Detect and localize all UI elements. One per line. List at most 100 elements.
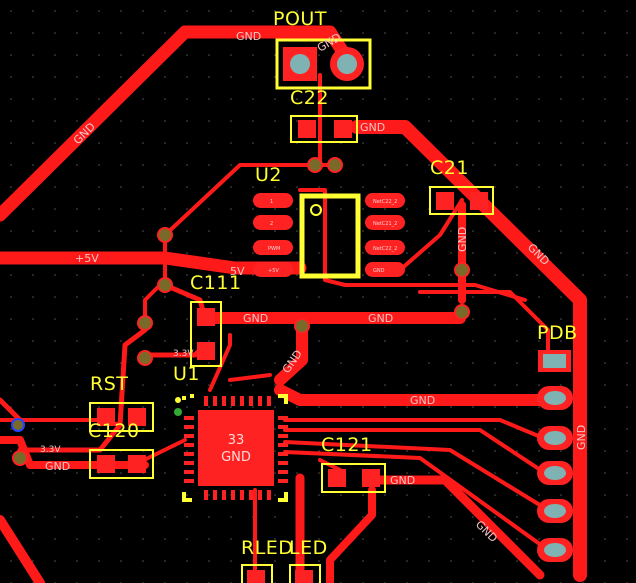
c22-pad2 <box>334 120 352 138</box>
c111-capacitor[interactable] <box>190 301 222 367</box>
pdb-pins <box>537 386 573 562</box>
via <box>294 318 310 334</box>
designator-pout: POUT <box>273 8 327 30</box>
via <box>157 277 173 293</box>
u2-pin2 <box>253 215 293 230</box>
via <box>137 350 153 366</box>
net-label-gnd: GND <box>410 394 435 407</box>
pdb-pin1-hole <box>543 354 566 368</box>
via <box>454 262 470 278</box>
u2-outline <box>299 193 361 279</box>
led[interactable] <box>289 564 321 583</box>
designator-pdb: PDB <box>537 322 578 344</box>
designators: POUT C22 U2 C21 C111 PDB U1 RST C120 C12… <box>88 8 578 559</box>
rst-resistor[interactable] <box>89 402 154 432</box>
gnd-traces <box>0 25 587 583</box>
c120-pad1 <box>97 455 115 473</box>
c22-capacitor[interactable] <box>290 115 358 143</box>
u2-pin4 <box>253 262 293 277</box>
v5-up <box>163 163 317 237</box>
c120-outline <box>89 449 154 479</box>
net-label-gnd: GND <box>236 30 261 43</box>
net-label-gnd: GND <box>243 312 268 325</box>
net-label-3v3: 3.3V <box>40 445 61 455</box>
pdb-connector[interactable] <box>537 350 573 562</box>
net-label-5v-short: 5V <box>230 265 245 278</box>
u2-pin7 <box>365 215 405 230</box>
u2-pin2-label: 2 <box>270 221 273 227</box>
gnd-trace-u1-b <box>274 384 554 406</box>
u1-fiducial <box>174 408 182 416</box>
via <box>157 227 173 243</box>
c111-u1 <box>208 333 232 392</box>
c111-pad2 <box>197 342 215 360</box>
c120-capacitor[interactable] <box>89 449 154 479</box>
gnd-trace-c121 <box>365 475 545 580</box>
pwm-trace <box>298 188 527 302</box>
c22-pad1 <box>298 120 316 138</box>
pout-connector[interactable] <box>275 38 372 90</box>
designator-u1: U1 <box>173 363 200 385</box>
net-label-gnd: GND <box>456 227 469 252</box>
net-label-gnd: GND <box>360 121 385 134</box>
c121-pad2 <box>362 469 380 487</box>
u1-pins <box>184 396 288 500</box>
u2-pin1 <box>253 193 293 208</box>
u2-pin3 <box>253 240 293 255</box>
c121-outline <box>321 463 386 493</box>
u2-pin6 <box>365 240 405 255</box>
gnd-trace-leftcorner <box>0 515 45 583</box>
c121-capacitor[interactable] <box>321 463 386 493</box>
pdb-trace-1 <box>418 290 550 362</box>
designator-rled: RLED <box>241 537 293 559</box>
u2-pin3-label: PWM <box>268 246 280 252</box>
designator-u2: U2 <box>255 164 282 186</box>
designator-c120: C120 <box>88 420 140 442</box>
c121-pad1 <box>328 469 346 487</box>
u2-pin8-label: NetC22_2 <box>373 199 397 205</box>
rled-pad <box>247 570 265 583</box>
c111-outline <box>190 301 222 367</box>
net-label-gnd: GND <box>390 474 415 487</box>
rst-outline <box>89 402 154 432</box>
u1-center-label-2: GND <box>221 450 251 465</box>
designator-c121: C121 <box>321 434 373 456</box>
pout-pin1-hole <box>290 54 310 74</box>
pdb-pin6-hole <box>544 543 566 557</box>
u2-pin6-label: NetC22_2 <box>373 246 397 252</box>
designator-led: LED <box>289 537 328 559</box>
u1-body <box>198 410 274 486</box>
u2-pin8 <box>365 193 405 208</box>
gnd-trace-u1-a <box>274 320 308 386</box>
pdb-pin3-hole <box>544 431 566 445</box>
rled-resistor[interactable] <box>241 564 273 583</box>
designator-rst: RST <box>90 373 128 395</box>
designator-c21: C21 <box>430 157 469 179</box>
pdb-trace-3 <box>283 428 550 477</box>
c111-pad1 <box>197 308 215 326</box>
u1-pin1-dot <box>175 397 181 403</box>
pdb-pin4-hole <box>544 466 566 480</box>
c21-outline <box>429 186 494 215</box>
v33-trace-c <box>0 397 23 423</box>
u1-chip[interactable]: 33 GND <box>174 394 288 502</box>
gnd-trace-led2 <box>326 486 376 583</box>
u2-pin7-label: NetC21_2 <box>373 221 397 227</box>
c21-pad2 <box>470 192 488 210</box>
pdb-pin5-hole <box>544 504 566 518</box>
pdb-pin2-hole <box>544 391 566 405</box>
rst-pad1 <box>97 408 115 426</box>
u2-pin1-label: 1 <box>270 199 273 205</box>
net-label-3v3: 3.3V <box>173 349 194 359</box>
pout-outline <box>275 38 372 90</box>
u2-pin5 <box>365 262 405 277</box>
u2-chip[interactable]: 1 2 PWM +5V NetC22_2 NetC21_2 NetC22_2 G… <box>253 193 405 279</box>
net-label-gnd: GND <box>368 312 393 325</box>
c22-outline <box>290 115 358 143</box>
via <box>454 304 470 320</box>
c21-capacitor[interactable] <box>429 186 494 215</box>
net-label-gnd: GND <box>575 425 588 450</box>
u1-center-label-1: 33 <box>228 433 245 448</box>
u1-trace-a <box>228 373 272 382</box>
